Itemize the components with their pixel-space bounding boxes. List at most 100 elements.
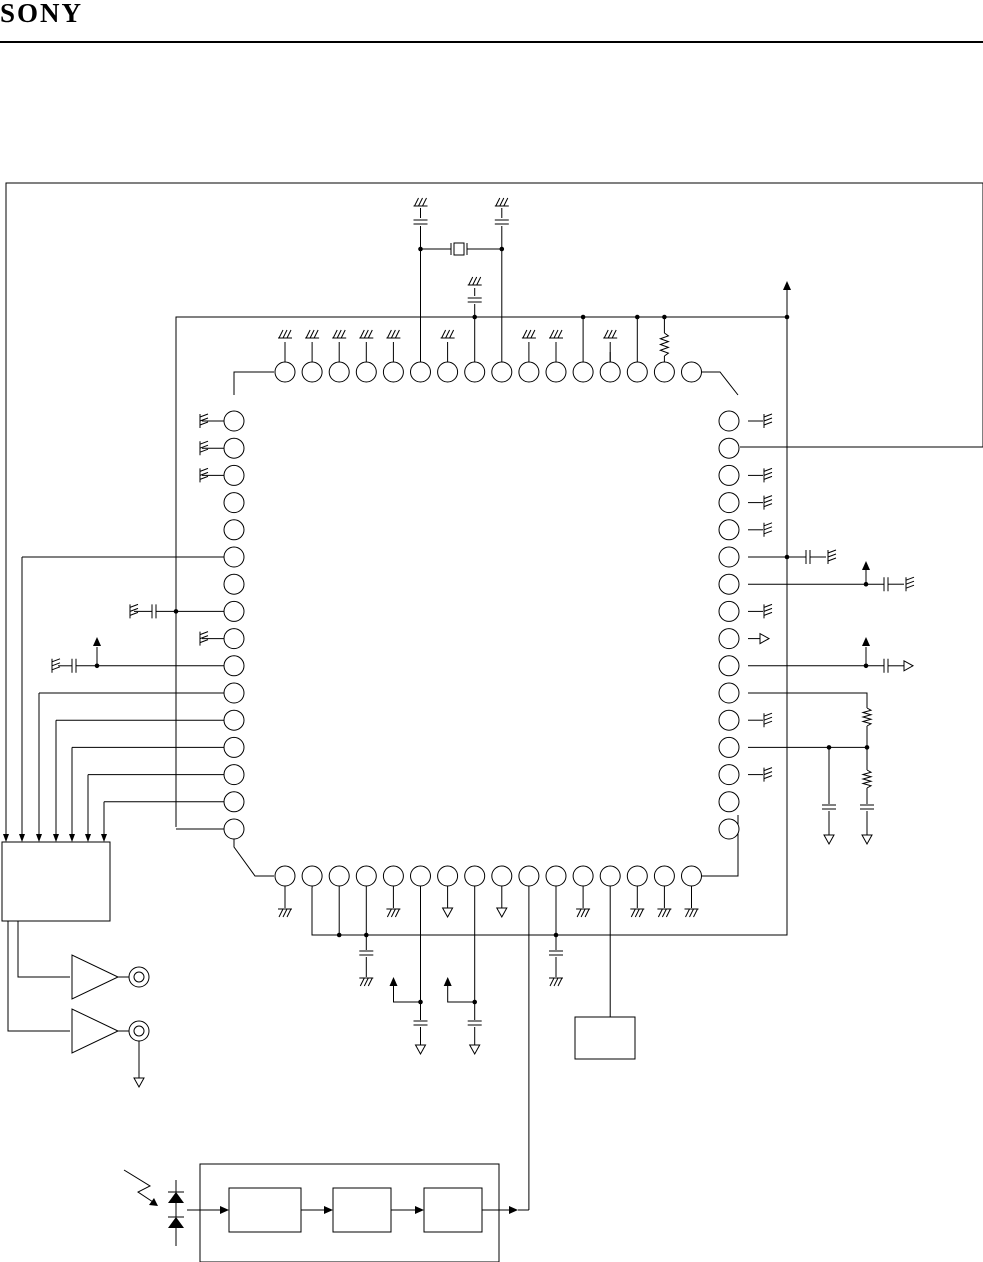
ground-hatch-icon	[441, 329, 447, 339]
ground-hatch-icon	[763, 522, 773, 527]
ground-hatch-icon	[51, 658, 61, 663]
ic-pin	[518, 865, 540, 887]
ground-hatch-icon	[763, 467, 773, 472]
ic-pin	[653, 865, 675, 887]
ground-hatch-icon	[359, 329, 365, 339]
ic-pin	[355, 865, 377, 887]
ic-pin	[718, 464, 740, 486]
ground-hatch-icon	[661, 908, 667, 918]
ic-pin	[328, 361, 350, 383]
ic-pin	[437, 361, 459, 383]
ground-hatch-icon	[557, 329, 563, 339]
ground-hatch-icon	[445, 329, 451, 339]
ground-hatch-icon	[418, 197, 423, 207]
ic-outline	[696, 815, 739, 877]
ic-pin	[410, 361, 431, 383]
brand-logo: SONY	[0, 0, 84, 28]
header-rule	[0, 41, 983, 43]
ic-pin	[491, 865, 513, 887]
ground-hatch-icon	[553, 329, 559, 339]
ground-hatch-icon	[199, 444, 209, 449]
junction-dot	[864, 745, 870, 750]
ground-hatch-icon	[763, 712, 773, 717]
light-ray-icon	[123, 1169, 157, 1205]
junction-dot	[580, 314, 586, 320]
ground-hatch-icon	[468, 276, 474, 286]
ground-hatch-icon	[763, 475, 773, 480]
ground-hatch-icon	[394, 329, 400, 339]
ground-hatch-icon	[634, 908, 640, 918]
ic-outline	[233, 371, 274, 395]
ic-pin	[718, 628, 740, 650]
ic-pin	[301, 361, 323, 383]
ground-hatch-icon	[553, 977, 559, 987]
ground-hatch-icon	[278, 908, 284, 918]
supply-arrow-icon	[389, 977, 398, 986]
ground-hatch-icon	[422, 197, 427, 207]
ground-hatch-icon	[576, 908, 582, 918]
bus-arrow-icon	[101, 834, 107, 842]
photodiode-icon	[168, 1192, 184, 1203]
ground-triangle-icon	[861, 834, 873, 846]
ic-pin	[223, 600, 245, 622]
ground-hatch-icon	[611, 329, 617, 339]
ic-pin	[410, 865, 431, 887]
ground-hatch-icon	[685, 908, 690, 918]
ground-hatch-icon	[557, 977, 563, 987]
ic-pin	[718, 600, 740, 622]
ic-pin	[718, 818, 740, 840]
receiver-stage-1	[228, 1187, 302, 1233]
ground-hatch-icon	[763, 767, 773, 772]
ground-hatch-icon	[309, 329, 315, 339]
ic-pin	[223, 519, 245, 541]
ground-hatch-icon	[199, 448, 209, 453]
ic-pin	[382, 361, 404, 383]
ground-triangle-icon	[414, 1044, 427, 1056]
junction-dot	[173, 609, 179, 614]
bus-arrow-icon	[36, 834, 42, 842]
ground-hatch-icon	[763, 495, 773, 500]
ic-pin	[491, 361, 513, 383]
ground-hatch-icon	[476, 276, 482, 286]
ic-outline	[696, 371, 739, 396]
ground-hatch-icon	[199, 471, 209, 476]
wire	[7, 921, 70, 1032]
ic-pin	[718, 709, 740, 731]
ground-hatch-icon	[763, 503, 773, 508]
ground-hatch-icon	[472, 276, 478, 286]
ground-hatch-icon	[763, 775, 773, 780]
ground-hatch-icon	[278, 329, 284, 339]
ground-hatch-icon	[827, 557, 837, 562]
ground-hatch-icon	[340, 329, 346, 339]
wire	[393, 986, 421, 1003]
ground-hatch-icon	[638, 908, 644, 918]
ic-pin	[437, 865, 459, 887]
output-block	[1, 841, 111, 922]
ic-pin	[223, 546, 245, 568]
ground-hatch-icon	[367, 977, 373, 987]
signal-arrow-icon	[220, 1206, 229, 1214]
ic-pin	[223, 764, 245, 786]
bus-arrow-icon	[3, 834, 9, 842]
ic-pin	[223, 655, 245, 677]
ground-hatch-icon	[763, 603, 773, 608]
ground-hatch-icon	[530, 329, 536, 339]
ground-triangle-icon	[468, 1044, 481, 1056]
ic-pin	[382, 865, 404, 887]
ground-hatch-icon	[549, 329, 555, 339]
ic-pin	[223, 628, 245, 650]
feedback-wire	[5, 182, 983, 835]
ground-hatch-icon	[905, 576, 915, 581]
connector-box	[574, 1016, 636, 1060]
resistor-icon	[861, 707, 873, 727]
ic-pin	[718, 437, 740, 459]
light-ray-icon	[149, 1198, 158, 1206]
ic-pin	[718, 764, 740, 786]
ground-triangle-icon	[133, 1077, 145, 1089]
ic-pin	[223, 464, 245, 486]
ground-hatch-icon	[827, 549, 837, 554]
ground-hatch-icon	[584, 908, 590, 918]
ground-hatch-icon	[495, 197, 501, 207]
ground-hatch-icon	[199, 440, 209, 445]
ic-pin	[274, 865, 296, 887]
